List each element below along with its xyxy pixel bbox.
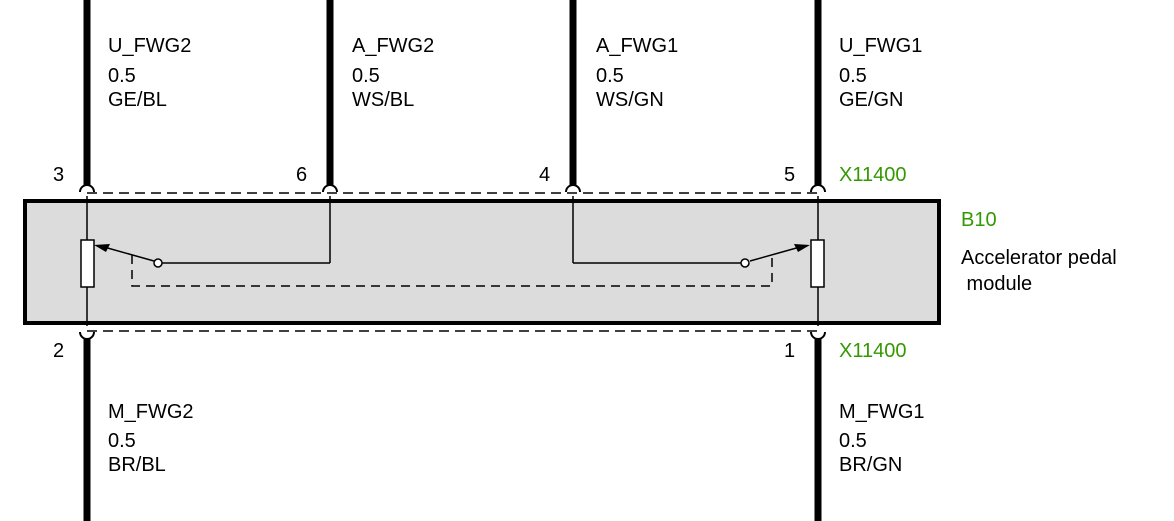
wire-m-fwg1-color: BR/GN [839,454,902,476]
potentiometer-right [810,239,825,288]
accelerator-pedal-module-body [23,199,941,325]
component-name-line2: module [961,273,1032,295]
component-name-line1: Accelerator pedal [961,247,1117,269]
pin-number-4: 4 [539,164,550,186]
pin-1-terminal [810,331,826,340]
wire-u-fwg1-name: U_FWG1 [839,35,922,57]
switch-contact-right [740,258,750,268]
pin-terminals-top [79,184,826,193]
potentiometer-left [80,239,95,288]
switch-contact-left [153,258,163,268]
pin-number-3: 3 [53,164,64,186]
wire-a-fwg1-gauge: 0.5 [596,65,624,87]
wire-m-fwg1-gauge: 0.5 [839,430,867,452]
pin-terminals-bottom [79,331,826,340]
wire-a-fwg1-color: WS/GN [596,89,664,111]
internal-circuit [86,196,819,326]
pin-number-1: 1 [784,340,795,362]
connector-top-label: X11400 [839,164,906,186]
pin-5-terminal [810,184,826,193]
wire-u-fwg2-color: GE/BL [108,89,167,111]
wire-m-fwg2-color: BR/BL [108,454,166,476]
wiper-arrow-right [794,244,810,252]
wire-a-fwg1-name: A_FWG1 [596,35,678,57]
component-code: B10 [961,209,997,231]
wire-u-fwg2-name: U_FWG2 [108,35,191,57]
pin-number-2: 2 [53,340,64,362]
wire-u-fwg1-color: GE/GN [839,89,903,111]
pin-number-5: 5 [784,164,795,186]
wire-a-fwg2-name: A_FWG2 [352,35,434,57]
wire-m-fwg1-name: M_FWG1 [839,401,925,423]
wire-m-fwg2-name: M_FWG2 [108,401,194,423]
pin-number-6: 6 [296,164,307,186]
wire-u-fwg1-gauge: 0.5 [839,65,867,87]
wire-a-fwg2-gauge: 0.5 [352,65,380,87]
wire-m-fwg2-gauge: 0.5 [108,430,136,452]
wire-u-fwg2-gauge: 0.5 [108,65,136,87]
wire-a-fwg2-color: WS/BL [352,89,414,111]
pin-3-terminal [79,184,95,193]
pin-2-terminal [79,331,95,340]
wiper-arrow-left [94,244,110,252]
connector-bottom-label: X11400 [839,340,906,362]
pin-6-terminal [322,184,338,193]
pin-4-terminal [565,184,581,193]
